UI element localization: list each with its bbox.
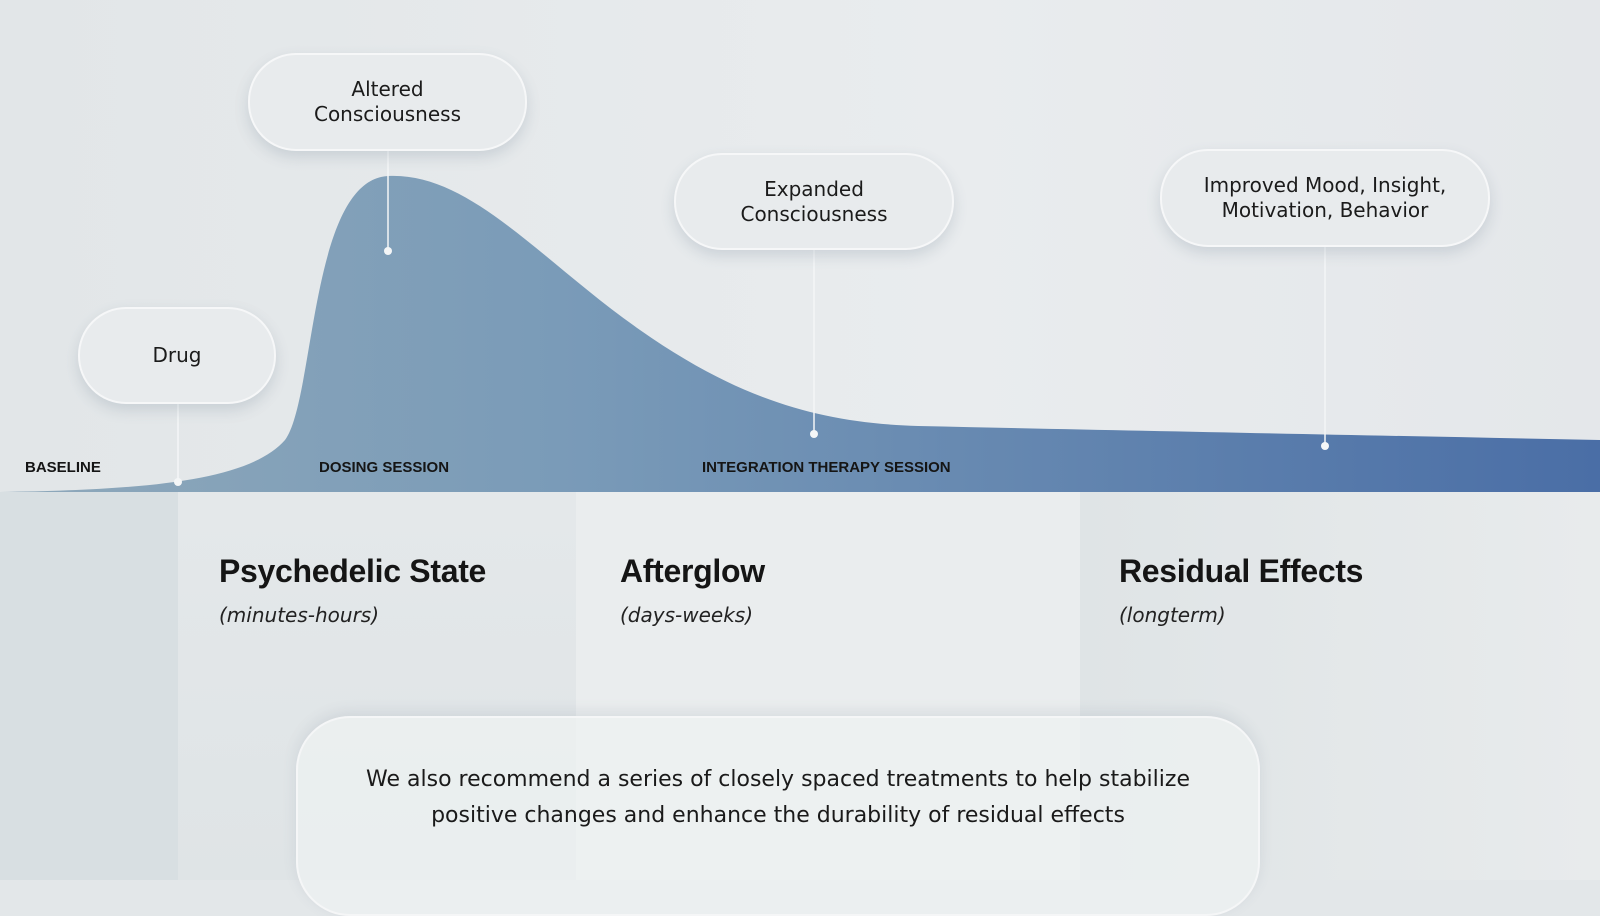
effect-curve: [0, 151, 1600, 492]
callout-altered-consciousness: Altered Consciousness: [248, 53, 527, 151]
stage-integration-therapy: INTEGRATION THERAPY SESSION: [702, 459, 951, 476]
stage-baseline: BASELINE: [25, 459, 101, 476]
phase-duration-psychedelic: (minutes-hours): [219, 603, 380, 627]
callout-expanded-consciousness: Expanded Consciousness: [674, 153, 954, 250]
callout-improved-mood: Improved Mood, Insight, Motivation, Beha…: [1160, 149, 1490, 247]
recommendation-line-2: positive changes and enhance the durabil…: [431, 803, 1125, 828]
marker-altered: [384, 247, 392, 255]
callout-drug: Drug: [78, 307, 276, 404]
stage-dosing-session: DOSING SESSION: [319, 459, 450, 476]
phase-title-residual: Residual Effects: [1119, 553, 1364, 589]
phase-title-psychedelic: Psychedelic State: [219, 553, 487, 589]
marker-improved: [1321, 442, 1329, 450]
recommendation-line-1: We also recommend a series of closely sp…: [366, 767, 1190, 792]
marker-expanded: [810, 430, 818, 438]
curve-area: [0, 175, 1600, 492]
phase-duration-residual: (longterm): [1119, 603, 1226, 627]
phase-duration-afterglow: (days-weeks): [620, 603, 753, 627]
marker-drug: [174, 478, 182, 486]
column-baseline: [0, 492, 178, 880]
phase-title-afterglow: Afterglow: [620, 553, 765, 589]
recommendation-card: We also recommend a series of closely sp…: [296, 716, 1260, 916]
